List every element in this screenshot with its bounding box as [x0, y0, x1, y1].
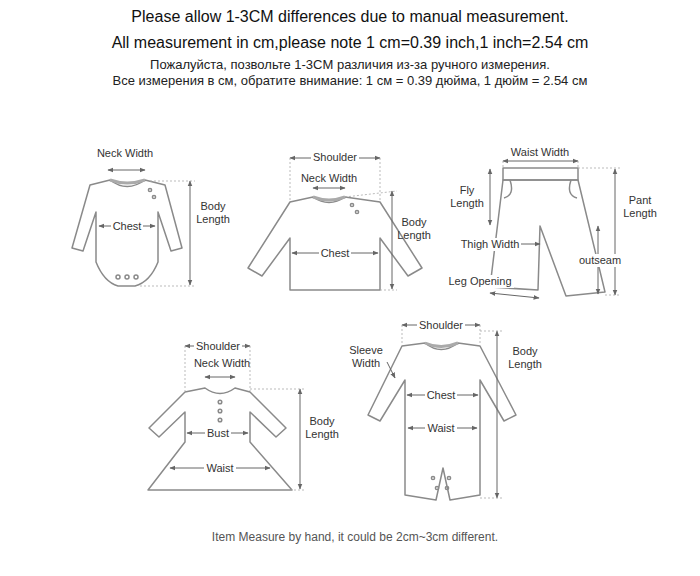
measurement-label: Sleeve Width	[346, 344, 386, 369]
measurement-label: Waist Width	[500, 146, 580, 159]
measurement-label: Chest	[425, 389, 458, 402]
caption: Item Measure by hand, it could be 2cm~3c…	[105, 531, 605, 545]
measurement-label: Shoulder	[311, 151, 359, 164]
measurement-label: Leg Opening	[447, 275, 514, 288]
measurement-label: Chest	[319, 247, 352, 260]
extension-lines	[140, 158, 620, 498]
measurement-label: Neck Width	[187, 357, 257, 370]
note-text: All measurement in cm,please note 1 cm=0…	[5, 34, 695, 52]
measurement-label: Pant Length	[619, 194, 661, 219]
measurement-label: Bust	[205, 427, 231, 440]
measurement-label: Body Length	[192, 200, 234, 225]
measurement-label: Waist	[425, 422, 456, 435]
measurement-label: Neck Width	[294, 172, 364, 185]
measurement-label: Chest	[111, 220, 144, 233]
dimension-arrows	[99, 158, 615, 498]
measurement-label: Shoulder	[194, 340, 242, 353]
measurement-label: Body Length	[504, 345, 546, 370]
measurement-label: Shoulder	[417, 319, 465, 332]
garment-outlines	[72, 168, 605, 500]
measurement-label: outseam	[577, 254, 623, 267]
measurement-label: Fly Length	[448, 184, 486, 209]
measurement-label: Waist	[204, 462, 235, 475]
note-text: Пожалуйста, позвольте 1-3CM различия из-…	[5, 58, 695, 73]
note-text: Все измерения в см, обратите внимание: 1…	[5, 74, 695, 89]
measurement-label: Body Length	[301, 415, 343, 440]
measurement-label: Neck Width	[90, 147, 160, 160]
measurement-label: Thigh Width	[459, 238, 522, 251]
heading: Please allow 1-3CM differences due to ma…	[5, 8, 695, 26]
measurement-label: Body Length	[393, 216, 435, 241]
